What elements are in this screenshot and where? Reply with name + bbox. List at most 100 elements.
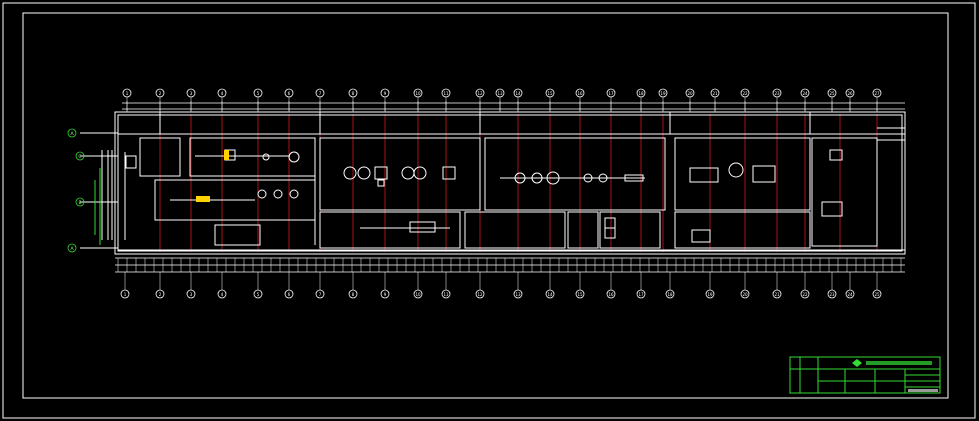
axis-label: 5: [257, 91, 260, 96]
axis-bubble-top: 8: [348, 88, 358, 112]
axis-label: 3: [190, 292, 193, 297]
axis-label: 19: [707, 292, 713, 297]
left-section-detail: [80, 132, 137, 249]
axis-label: 5: [257, 292, 260, 297]
axis-label: 7: [319, 292, 322, 297]
axis-label: 6: [288, 292, 291, 297]
axis-label: A: [70, 246, 74, 252]
axis-label: 23: [829, 292, 835, 297]
axis-label: 16: [577, 91, 583, 96]
axis-bubble-bottom: 17: [636, 272, 646, 299]
axis-bubble-bottom: 13: [513, 272, 523, 299]
axis-label: 20: [687, 91, 693, 96]
dimension-lines: [115, 102, 905, 273]
axis-label: 11: [443, 91, 449, 96]
axis-label: 8: [352, 91, 355, 96]
axis-bubble-top: 2: [155, 88, 165, 112]
axis-bubble-top: 22: [740, 88, 750, 112]
axis-bubble-top: 16: [575, 88, 585, 112]
axis-label: 24: [847, 292, 853, 297]
axis-label: 16: [608, 292, 614, 297]
axis-label: 2: [159, 91, 162, 96]
axis-label: 21: [712, 91, 718, 96]
axis-label: 14: [547, 292, 553, 297]
axis-bubble-top: 15: [545, 88, 555, 112]
axis-bubble-bottom: 15: [575, 272, 585, 299]
axis-label: 25: [874, 292, 880, 297]
axis-bubble-bottom: 6: [284, 272, 294, 299]
axis-bubble-bottom: 8: [348, 272, 358, 299]
axis-label: 27: [874, 91, 880, 96]
axis-label: 7: [319, 91, 322, 96]
title-block: [789, 356, 941, 394]
axis-label: 15: [577, 292, 583, 297]
axis-bubble-top: 14: [513, 88, 523, 112]
axis-bubble-bottom: 22: [800, 272, 810, 299]
axis-label: 18: [638, 91, 644, 96]
axis-bubble-bottom: 14: [545, 272, 555, 299]
axis-bubble-left: A: [67, 128, 77, 138]
axis-bubble-bottom: 21: [772, 272, 782, 299]
axis-label: C: [78, 154, 81, 160]
axis-label: 25: [829, 91, 835, 96]
axis-label: 6: [288, 91, 291, 96]
axis-bubble-top: 6: [284, 88, 294, 112]
axis-bubble-bottom: 3: [186, 272, 196, 299]
axis-label: 21: [774, 292, 780, 297]
axis-label: 15: [547, 91, 553, 96]
axis-bubble-top: 11: [441, 88, 451, 112]
axis-bubble-top: 27: [872, 88, 882, 112]
axis-label: 2: [159, 292, 162, 297]
axis-label: 1: [126, 91, 129, 96]
axis-label: 9: [384, 292, 387, 297]
axis-bubble-bottom: 7: [315, 272, 325, 299]
axis-label: 20: [742, 292, 748, 297]
axis-label: 1: [124, 292, 127, 297]
axis-label: 13: [515, 292, 521, 297]
axis-bubble-bottom: 19: [705, 272, 715, 299]
axis-label: 4: [221, 292, 224, 297]
axis-label: 11: [443, 292, 449, 297]
highlighted-components: [196, 150, 229, 202]
axis-bubble-top: 25: [827, 88, 837, 112]
sheet-inner-border: [22, 12, 949, 399]
axis-bubble-top: 19: [658, 88, 668, 112]
axis-bubble-top: 7: [315, 88, 325, 112]
axis-label: 12: [477, 292, 483, 297]
axis-bubble-top: 1: [122, 88, 132, 112]
left-section-green-lines: [94, 168, 101, 245]
axis-label: 14: [515, 91, 521, 96]
axis-bubble-bottom: 5: [253, 272, 263, 299]
axis-bubble-bottom: 2: [155, 272, 165, 299]
axis-bubble-top: 24: [800, 88, 810, 112]
axis-bubble-left: C: [75, 151, 85, 161]
axis-label: 17: [638, 292, 644, 297]
axis-label: 18: [667, 292, 673, 297]
axis-bubble-top: 20: [685, 88, 695, 112]
axis-bubble-bottom: 23: [827, 272, 837, 299]
axis-label: 10: [415, 292, 421, 297]
title-block-logo-icon: [852, 359, 938, 392]
axis-bubble-top: 23: [772, 88, 782, 112]
axis-bubble-bottom: 9: [380, 272, 390, 299]
axis-bubble-top: 26: [845, 88, 855, 112]
axis-bubble-top: 12: [475, 88, 485, 112]
axis-label: 22: [802, 292, 808, 297]
axis-label: 26: [847, 91, 853, 96]
axis-bubble-bottom: 20: [740, 272, 750, 299]
axis-label: 23: [774, 91, 780, 96]
axis-bubble-top: 21: [710, 88, 720, 112]
axis-bubble-top: 9: [380, 88, 390, 112]
axis-label: 9: [384, 91, 387, 96]
axis-bubble-top: 4: [217, 88, 227, 112]
axis-bubble-bottom: 18: [665, 272, 675, 299]
axis-bubble-left: A: [67, 243, 77, 253]
axis-bubble-top: 13: [495, 88, 505, 112]
axis-bubble-top: 18: [636, 88, 646, 112]
axis-label: 13: [497, 91, 503, 96]
axis-label: 24: [802, 91, 808, 96]
